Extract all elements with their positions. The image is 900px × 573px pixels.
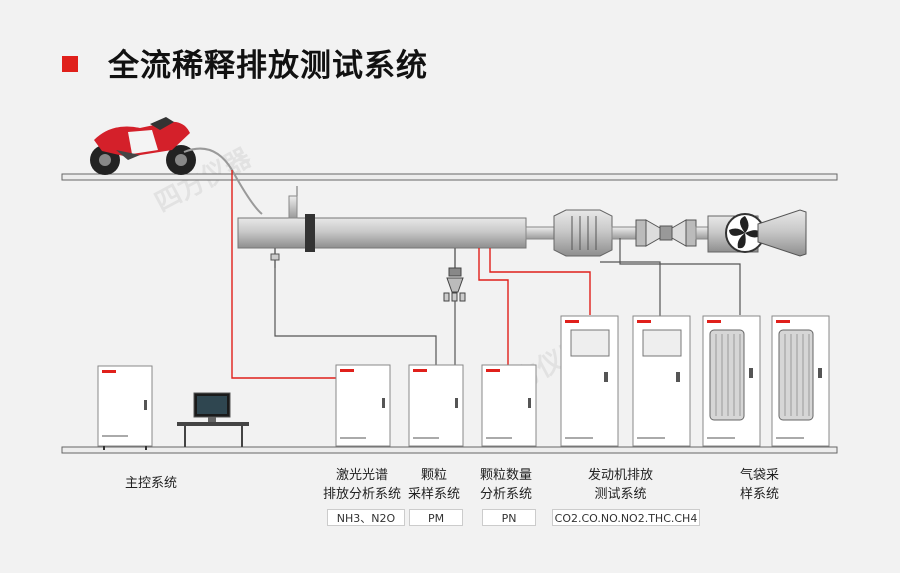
tunnel-flange [305,214,315,252]
label-main-control: 主控系统 [125,474,177,493]
title-marker [62,56,78,72]
motorcycle-icon [90,117,196,175]
connector-pipe [695,226,709,240]
label-laser: 激光光谱 排放分析系统 [323,466,401,504]
bag-sampler-cabinet-2 [771,315,830,447]
main-control-cabinet [97,365,153,450]
connector-pipe [611,226,637,240]
label-line: 采样系统 [408,487,461,502]
pn-analyzer-cabinet [481,364,537,447]
label-pm: 颗粒 采样系统 [408,466,460,504]
dilution-tunnel [237,217,527,249]
sample-lines [274,238,741,365]
label-line: 颗粒 [421,468,448,483]
upper-rail [61,173,838,181]
label-line: 气袋采 [740,468,780,483]
engine-analyzer-cabinet-1 [560,315,619,447]
pm-sampler-cabinet [408,364,464,447]
sampling-probe-icon [270,248,280,268]
engine-analyzer-cabinet-2 [632,315,691,447]
page-title: 全流稀释排放测试系统 [108,48,428,84]
connector-pipe [525,226,557,240]
label-line: 颗粒数量 [480,468,533,483]
lower-rail [61,446,838,454]
inlet-stub [288,195,298,219]
heated-lines [478,248,591,365]
laser-analyzer-cabinet [335,364,391,447]
tag-pn: PN [482,509,536,526]
tag-laser: NH3、N2O [327,509,405,526]
label-line: 发动机排放 [588,468,654,483]
pm-cyclone-icon [443,248,466,302]
label-line: 样系统 [740,487,780,502]
computer-desk-icon [177,392,249,447]
blower-fan-icon [707,209,807,257]
tag-engine: CO2.CO.NO.NO2.THC.CH4 [552,509,700,526]
label-line: 主控系统 [125,476,178,491]
venturi-icon [635,219,697,247]
label-bag: 气袋采 样系统 [740,466,779,504]
heat-exchanger [553,209,613,257]
label-line: 分析系统 [480,487,533,502]
label-line: 排放分析系统 [323,487,402,502]
label-line: 测试系统 [594,487,647,502]
sample-line-laser [231,170,340,379]
label-engine: 发动机排放 测试系统 [588,466,653,504]
label-line: 激光光谱 [336,468,389,483]
label-pn: 颗粒数量 分析系统 [480,466,532,504]
tag-pm: PM [409,509,463,526]
bag-sampler-cabinet-1 [702,315,761,447]
